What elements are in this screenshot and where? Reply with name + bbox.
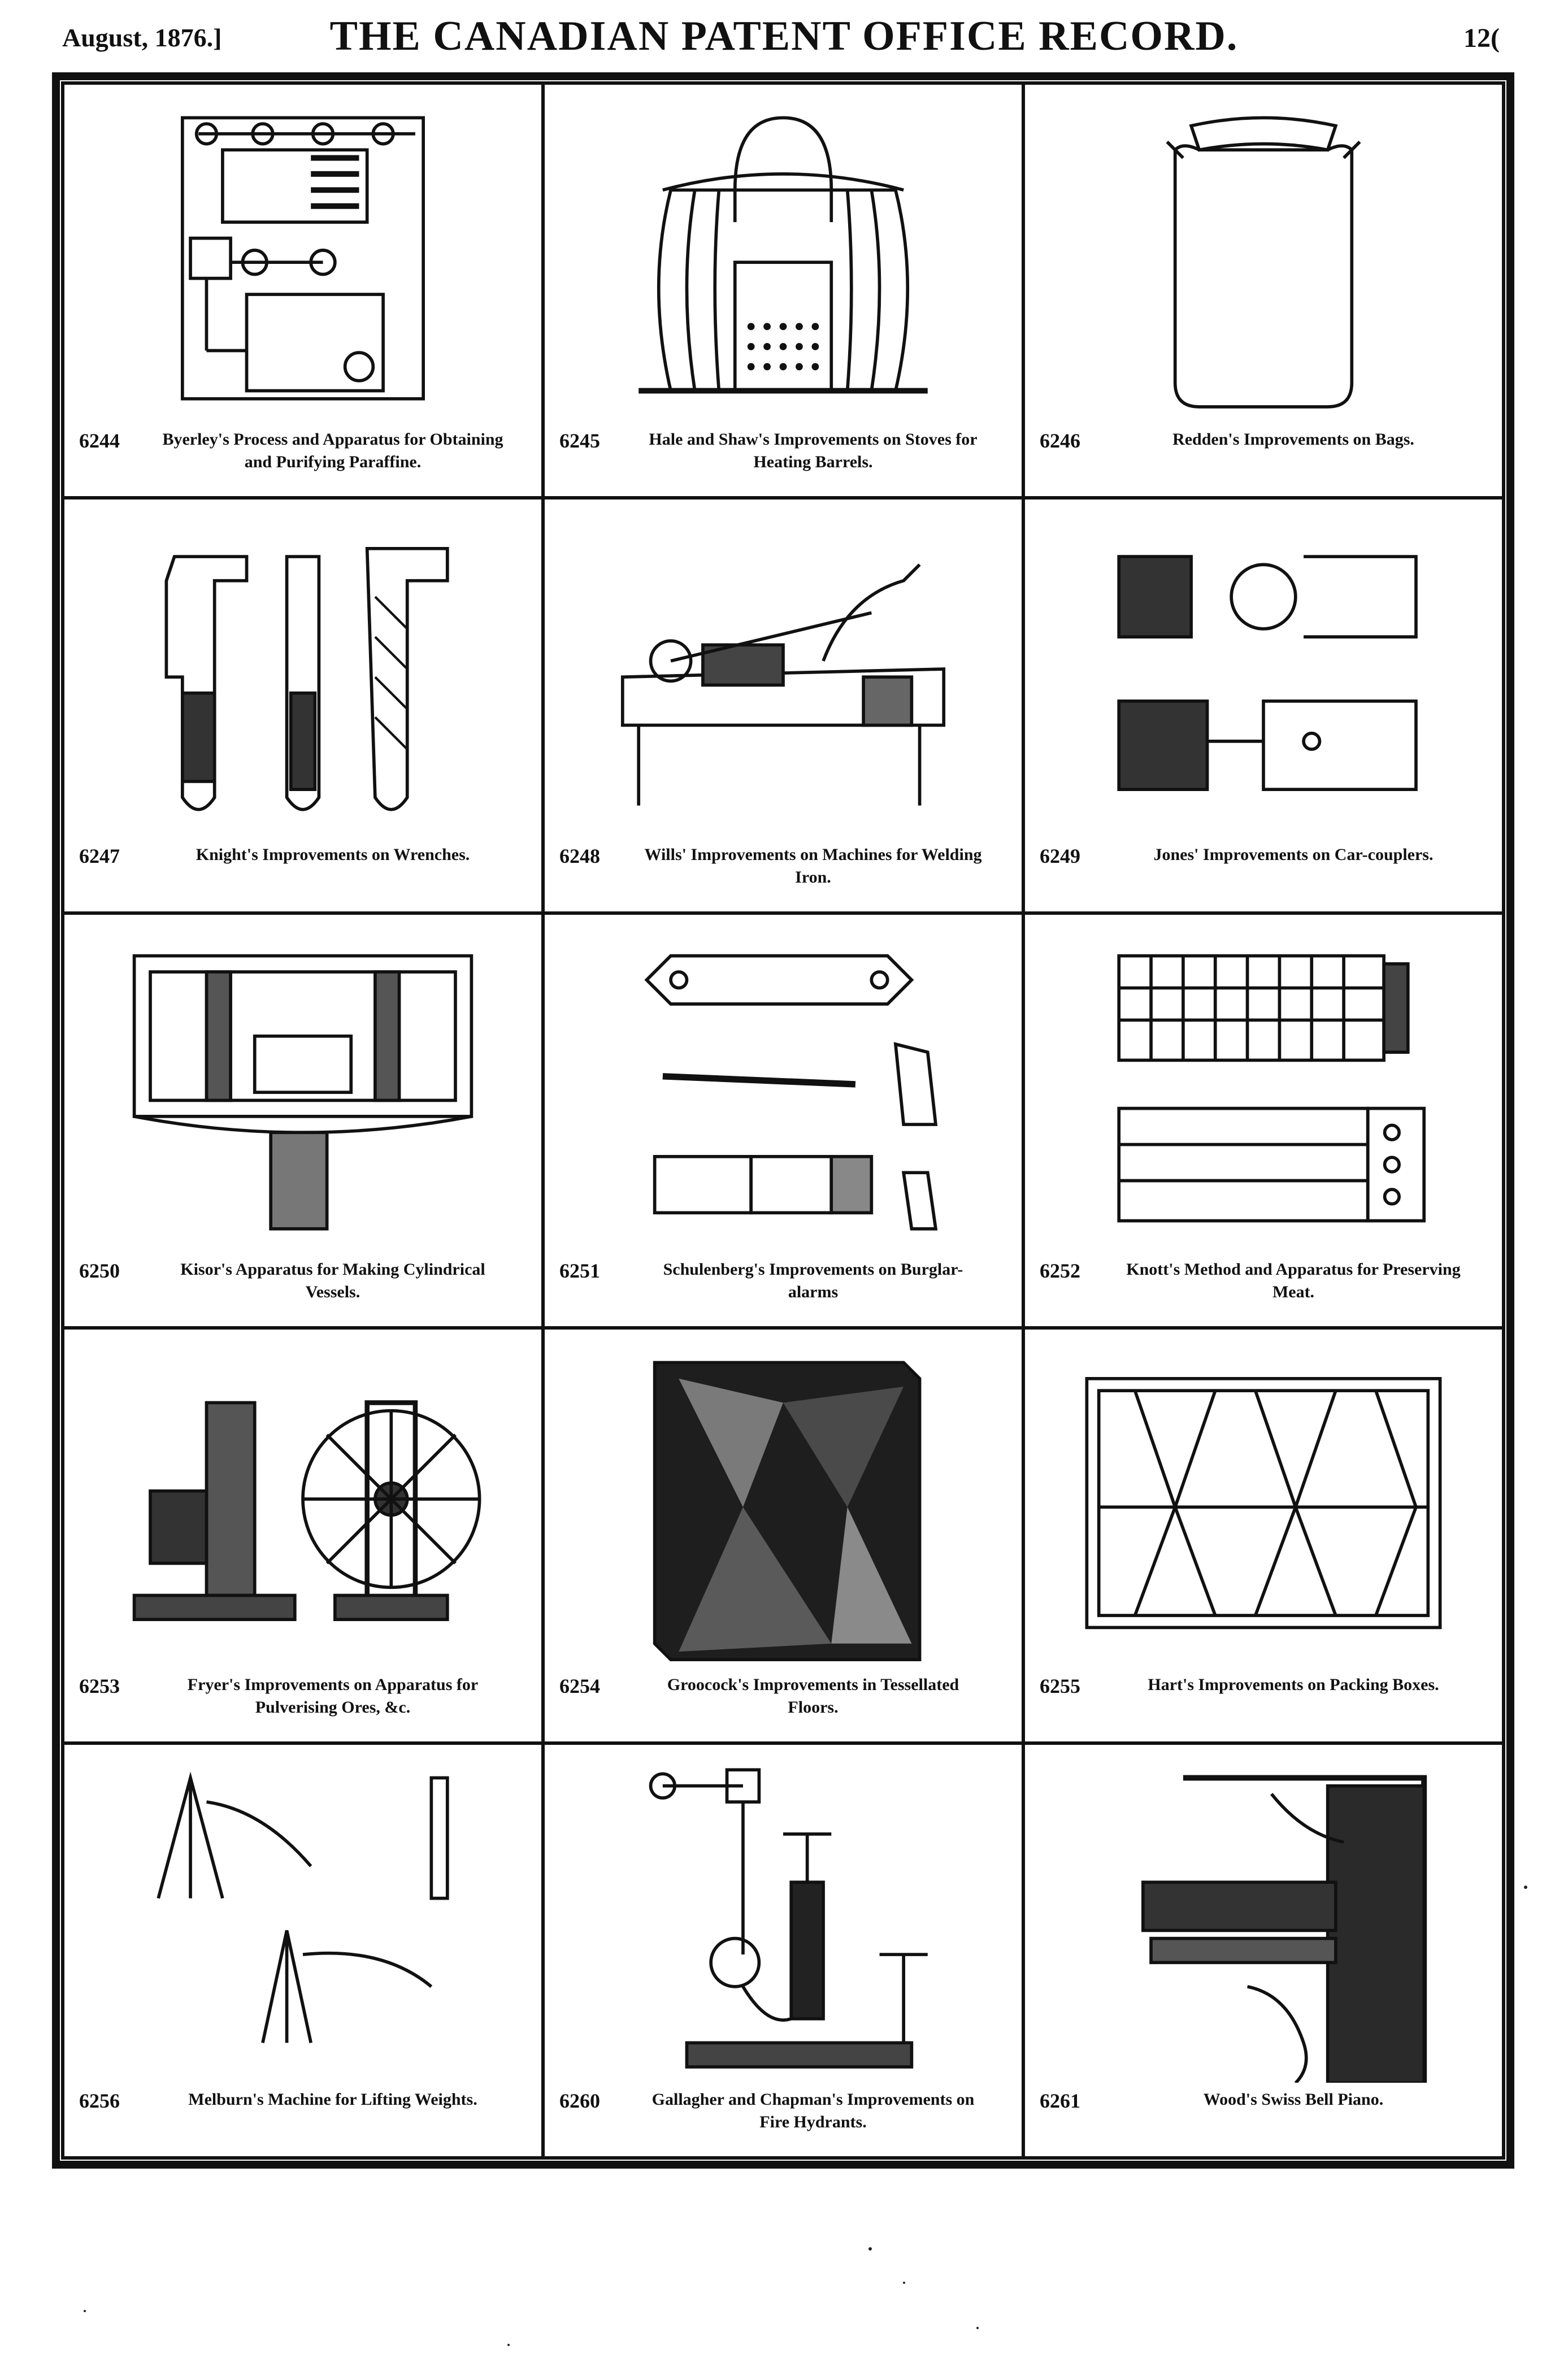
patent-drawing bbox=[567, 932, 999, 1253]
patent-title: Gallagher and Chapman's Improvements on … bbox=[651, 2090, 975, 2131]
patent-number: 6249 bbox=[1040, 844, 1080, 867]
patent-title: Redden's Improvements on Bags. bbox=[1172, 430, 1414, 449]
patent-caption: 6251 Schulenberg's Improvements on Burgl… bbox=[559, 1258, 1007, 1313]
patent-cell: 6251 Schulenberg's Improvements on Burgl… bbox=[543, 913, 1023, 1328]
patent-number: 6261 bbox=[1040, 2090, 1080, 2112]
patent-title: Melburn's Machine for Lifting Weights. bbox=[188, 2090, 477, 2109]
patent-cell: 6247 Knight's Improvements on Wrenches. bbox=[63, 498, 543, 913]
patent-caption: 6256 Melburn's Machine for Lifting Weigh… bbox=[79, 2088, 527, 2143]
patent-cell: 6248 Wills' Improvements on Machines for… bbox=[543, 498, 1023, 913]
patent-number: 6247 bbox=[79, 844, 120, 867]
patent-caption: 6245 Hale and Shaw's Improvements on Sto… bbox=[559, 428, 1007, 483]
patent-cell: 6255 Hart's Improvements on Packing Boxe… bbox=[1023, 1328, 1504, 1743]
patent-number: 6250 bbox=[79, 1259, 120, 1283]
patent-title: Hale and Shaw's Improvements on Stoves f… bbox=[649, 430, 978, 472]
patent-drawing bbox=[87, 516, 519, 837]
patent-cell: 6244 Byerley's Process and Apparatus for… bbox=[63, 83, 543, 498]
patent-title: Knight's Improvements on Wrenches. bbox=[196, 845, 470, 864]
patent-title: Wood's Swiss Bell Piano. bbox=[1203, 2090, 1384, 2109]
patent-drawing bbox=[87, 102, 519, 423]
patent-number: 6251 bbox=[559, 1259, 600, 1283]
patent-title: Byerley's Process and Apparatus for Obta… bbox=[162, 430, 503, 472]
patent-caption: 6255 Hart's Improvements on Packing Boxe… bbox=[1040, 1674, 1487, 1728]
patent-drawing bbox=[567, 1762, 999, 2083]
patent-drawing bbox=[1048, 932, 1479, 1253]
page-number: 12( bbox=[1463, 23, 1500, 53]
patent-caption: 6244 Byerley's Process and Apparatus for… bbox=[79, 428, 527, 483]
patent-drawing bbox=[1048, 516, 1479, 837]
patent-number: 6255 bbox=[1040, 1674, 1080, 1697]
patent-title: Knott's Method and Apparatus for Preserv… bbox=[1126, 1260, 1461, 1302]
patent-drawing bbox=[87, 1346, 519, 1667]
patent-number: 6248 bbox=[559, 844, 600, 867]
patent-drawing bbox=[1048, 102, 1479, 423]
patent-drawing bbox=[567, 102, 999, 423]
patent-drawing bbox=[1048, 1762, 1479, 2083]
patent-number: 6252 bbox=[1040, 1259, 1080, 1283]
patent-caption: 6250 Kisor's Apparatus for Making Cylind… bbox=[79, 1258, 527, 1313]
patent-cell: 6246 Redden's Improvements on Bags. bbox=[1023, 83, 1504, 498]
page-header: August, 1876.] THE CANADIAN PATENT OFFIC… bbox=[0, 0, 1568, 73]
patent-drawing bbox=[87, 932, 519, 1253]
patent-cell: 6254 Groocock's Improvements in Tessella… bbox=[543, 1328, 1023, 1743]
patent-drawing bbox=[1048, 1346, 1479, 1667]
patent-cell: 6245 Hale and Shaw's Improvements on Sto… bbox=[543, 83, 1023, 498]
patent-cell: 6260 Gallagher and Chapman's Improvement… bbox=[543, 1743, 1023, 2158]
patent-cell: 6261 Wood's Swiss Bell Piano. bbox=[1023, 1743, 1504, 2158]
patent-drawing bbox=[87, 1762, 519, 2083]
patent-number: 6260 bbox=[559, 2090, 600, 2112]
patent-number: 6244 bbox=[79, 429, 120, 453]
patent-grid: 6244 Byerley's Process and Apparatus for… bbox=[61, 81, 1505, 2160]
patent-caption: 6248 Wills' Improvements on Machines for… bbox=[559, 844, 1007, 898]
patent-caption: 6247 Knight's Improvements on Wrenches. bbox=[79, 844, 527, 898]
issue-date: August, 1876.] bbox=[62, 23, 222, 52]
page-frame bbox=[52, 72, 1514, 2169]
patent-title: Fryer's Improvements on Apparatus for Pu… bbox=[187, 1675, 479, 1717]
patent-number: 6254 bbox=[559, 1674, 600, 1697]
patent-number: 6253 bbox=[79, 1674, 120, 1697]
patent-number: 6246 bbox=[1040, 429, 1080, 453]
patent-cell: 6256 Melburn's Machine for Lifting Weigh… bbox=[63, 1743, 543, 2158]
patent-title: Wills' Improvements on Machines for Weld… bbox=[644, 845, 982, 887]
patent-caption: 6246 Redden's Improvements on Bags. bbox=[1040, 428, 1487, 483]
patent-title: Kisor's Apparatus for Making Cylindrical… bbox=[180, 1260, 485, 1302]
patent-cell: 6250 Kisor's Apparatus for Making Cylind… bbox=[63, 913, 543, 1328]
patent-title: Schulenberg's Improvements on Burglar-al… bbox=[663, 1260, 963, 1302]
page-title: THE CANADIAN PATENT OFFICE RECORD. bbox=[329, 13, 1239, 59]
patent-caption: 6254 Groocock's Improvements in Tessella… bbox=[559, 1674, 1007, 1728]
patent-title: Hart's Improvements on Packing Boxes. bbox=[1148, 1675, 1439, 1694]
patent-cell: 6249 Jones' Improvements on Car-couplers… bbox=[1023, 498, 1504, 913]
patent-number: 6256 bbox=[79, 2090, 120, 2112]
patent-title: Groocock's Improvements in Tessellated F… bbox=[667, 1675, 959, 1717]
patent-caption: 6249 Jones' Improvements on Car-couplers… bbox=[1040, 844, 1487, 898]
patent-caption: 6260 Gallagher and Chapman's Improvement… bbox=[559, 2088, 1007, 2143]
patent-cell: 6252 Knott's Method and Apparatus for Pr… bbox=[1023, 913, 1504, 1328]
patent-number: 6245 bbox=[559, 429, 600, 453]
patent-drawing bbox=[567, 516, 999, 837]
patent-caption: 6261 Wood's Swiss Bell Piano. bbox=[1040, 2088, 1487, 2143]
patent-cell: 6253 Fryer's Improvements on Apparatus f… bbox=[63, 1328, 543, 1743]
patent-caption: 6253 Fryer's Improvements on Apparatus f… bbox=[79, 1674, 527, 1728]
patent-caption: 6252 Knott's Method and Apparatus for Pr… bbox=[1040, 1258, 1487, 1313]
patent-drawing bbox=[567, 1346, 999, 1667]
patent-title: Jones' Improvements on Car-couplers. bbox=[1153, 845, 1434, 864]
